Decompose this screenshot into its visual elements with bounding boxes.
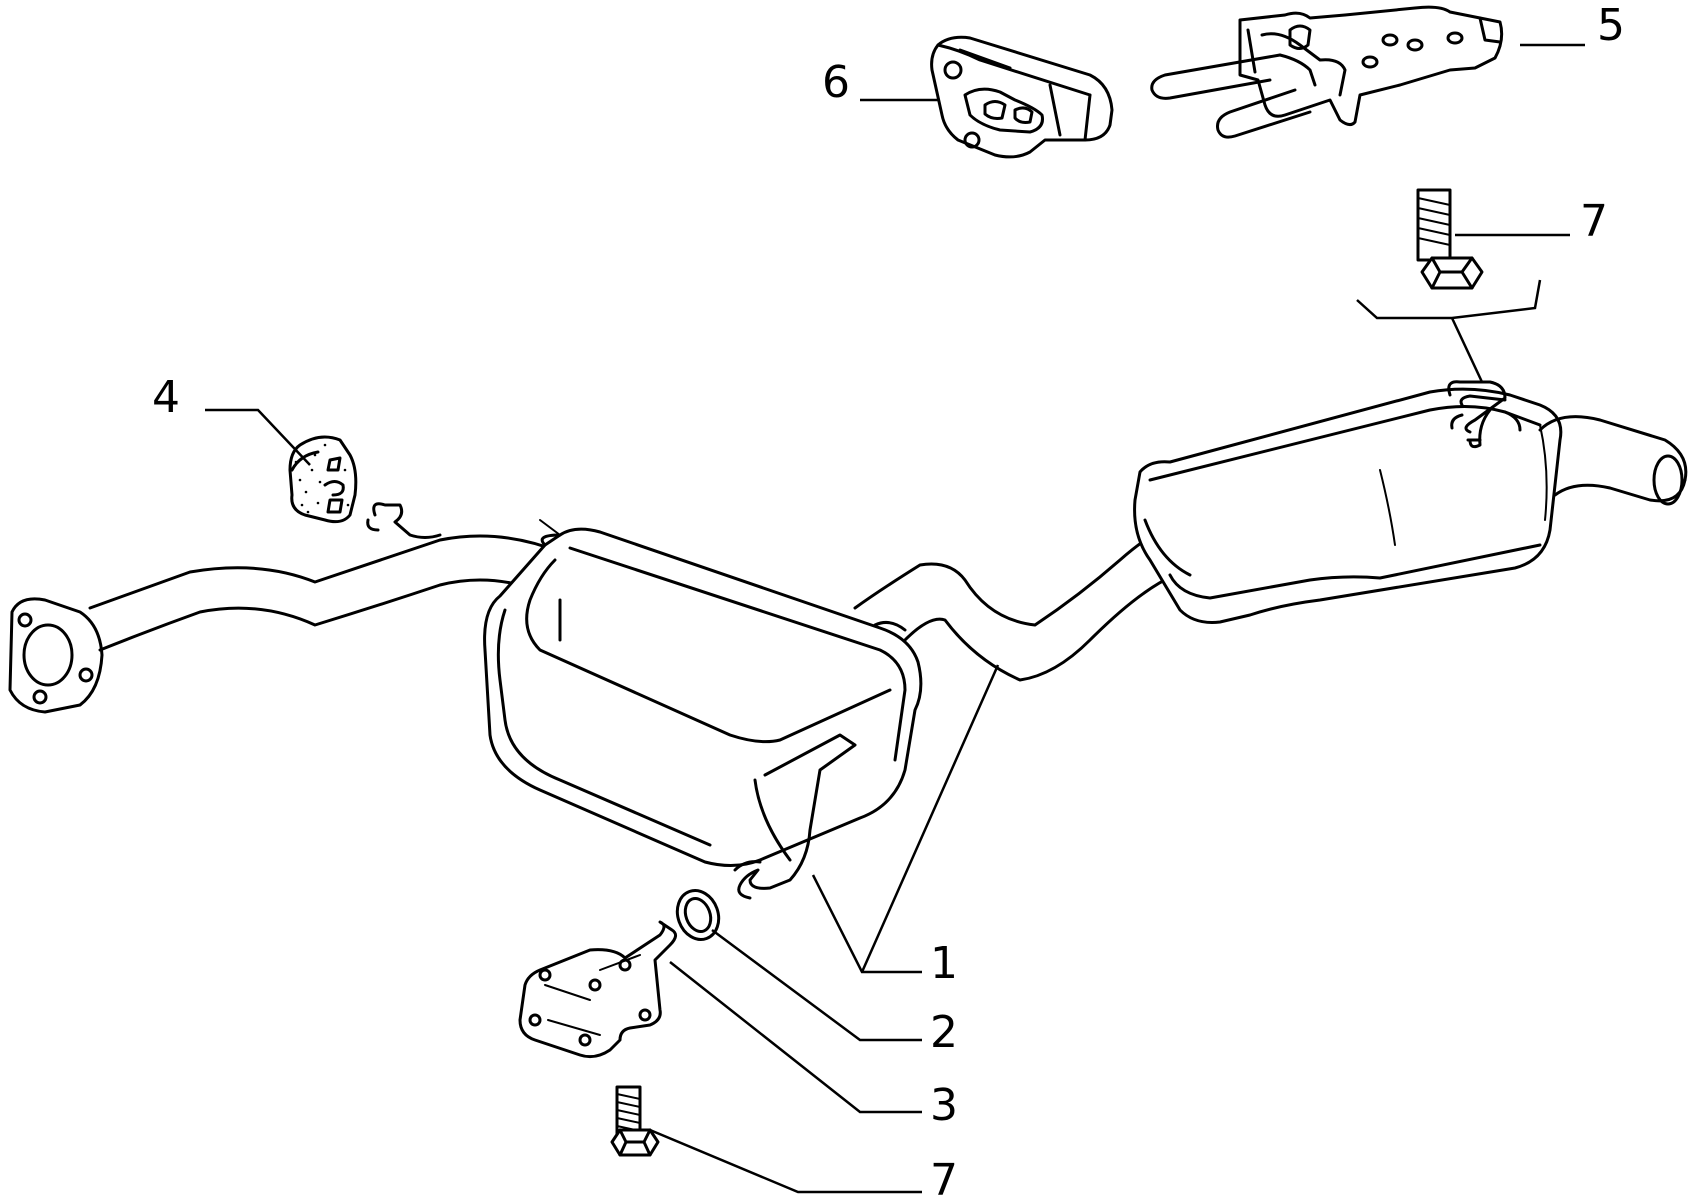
hanger-bracket	[1150, 5, 1504, 139]
callout-5: 5	[1597, 0, 1625, 51]
callout-1: 1	[930, 938, 958, 989]
silencer-bracket	[733, 733, 857, 900]
callout-4: 4	[152, 372, 180, 423]
front-flange	[8, 597, 104, 714]
rubber-mount	[288, 435, 358, 524]
middle-pipe	[853, 520, 1197, 682]
bolt-lower	[610, 1085, 660, 1157]
rubber-hanger	[930, 35, 1114, 159]
callout-6: 6	[822, 57, 850, 108]
centre-silencer	[483, 519, 923, 867]
callout-7-upper: 7	[1580, 196, 1608, 247]
mounting-bracket	[518, 920, 677, 1059]
bolt-upper	[1416, 188, 1484, 290]
gasket-ring	[675, 889, 721, 941]
callout-7-lower: 7	[930, 1155, 958, 1195]
exhaust-assembly	[8, 380, 1688, 900]
rear-silencer	[1133, 387, 1688, 624]
rear-silencer-hangers	[1447, 380, 1522, 449]
callout-3: 3	[930, 1080, 958, 1131]
callout-labels: 1 2 3 4 5 6 7 7	[152, 0, 1625, 1200]
front-pipe	[88, 502, 562, 652]
leader-lines	[205, 43, 1585, 1194]
callout-2: 2	[930, 1007, 958, 1058]
